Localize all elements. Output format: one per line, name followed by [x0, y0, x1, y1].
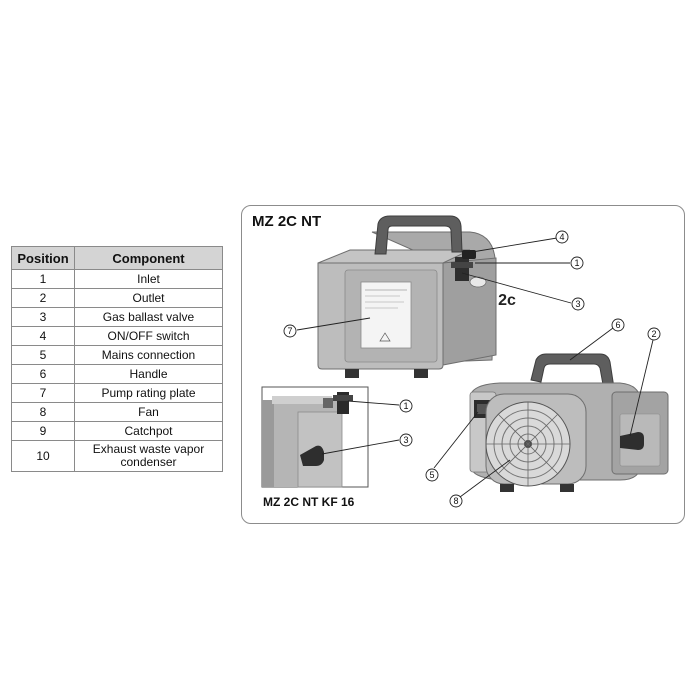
callout-label: 3: [403, 435, 408, 445]
callout-label: 4: [559, 232, 564, 242]
callout-label: 7: [287, 326, 292, 336]
callout-label: 1: [403, 401, 408, 411]
main-callouts: 4 1 3 7: [283, 230, 585, 338]
cell-component: Fan: [74, 402, 223, 422]
model-mark: 2c: [498, 292, 516, 309]
handle: [374, 215, 463, 255]
cell-component: ON/OFF switch: [74, 326, 223, 346]
pump-rear-view: [469, 353, 669, 492]
cell-component: Exhaust waste vapor condenser: [74, 440, 223, 472]
inset-title: MZ 2C NT KF 16: [263, 495, 355, 509]
callout-label: 3: [575, 299, 580, 309]
rear-callouts: 6 2 5 8: [425, 318, 661, 508]
rating-plate: [360, 281, 412, 349]
cell-component: Gas ballast valve: [74, 307, 223, 327]
gas-ballast-valve: [300, 445, 324, 466]
pump-main-view: 2c: [317, 215, 516, 378]
cell-component: Inlet: [74, 269, 223, 289]
column-header-position: Position: [11, 246, 75, 270]
outlet-fitting: [620, 432, 644, 450]
callout-label: 2: [651, 329, 656, 339]
cell-position: 10: [11, 440, 75, 472]
figure-title: MZ 2C NT: [252, 213, 322, 230]
cell-component: Pump rating plate: [74, 383, 223, 403]
inlet-fitting: [455, 257, 469, 281]
inset-kf16-view: 1 3: [261, 386, 413, 488]
callout-label: 6: [615, 320, 620, 330]
callout-label: 8: [453, 496, 458, 506]
callout-label: 1: [574, 258, 579, 268]
callout-label: 5: [429, 470, 434, 480]
cell-component: Mains connection: [74, 345, 223, 365]
